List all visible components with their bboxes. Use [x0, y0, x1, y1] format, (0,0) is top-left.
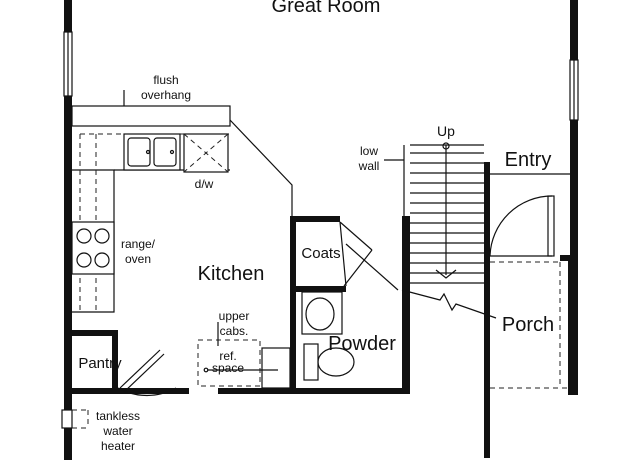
entry-label: Entry — [505, 149, 552, 171]
overhang-label: overhang — [141, 88, 191, 102]
pantry-door — [117, 349, 177, 397]
porch-outline — [490, 261, 568, 389]
upper-cabs-outline — [197, 339, 261, 387]
toilet-tank — [303, 343, 319, 381]
range — [71, 221, 115, 275]
range-label: range/ — [121, 237, 156, 251]
dw-label: d/w — [195, 177, 214, 191]
coats-top-wall — [290, 216, 340, 222]
flush-label: flush — [153, 73, 178, 87]
ref-label: ref. — [219, 349, 236, 363]
heater-label: heater — [101, 439, 135, 453]
labels: Great Room Kitchen Entry Porch Powder Co… — [78, 0, 554, 453]
coats-door — [339, 221, 399, 291]
stair-treads — [410, 152, 484, 284]
overhang-counter — [71, 105, 231, 127]
pantry-right-wall — [112, 330, 118, 390]
tankless-label: tankless — [96, 409, 140, 423]
up-arrow-origin — [442, 142, 450, 150]
stairs — [403, 142, 484, 284]
kitchen-label: Kitchen — [198, 263, 265, 285]
porch-right-post — [568, 255, 578, 395]
porch-label: Porch — [502, 314, 554, 336]
break-line — [401, 289, 497, 319]
pantry-label: Pantry — [78, 355, 122, 372]
cabs-label: cabs. — [220, 324, 249, 338]
oven-label: oven — [125, 252, 151, 266]
stair-left-wall — [402, 216, 410, 394]
powder-left-wall — [290, 216, 296, 392]
upper-label: upper — [219, 309, 250, 323]
toilet-bowl — [317, 347, 355, 377]
stair-right-wall — [484, 162, 490, 458]
wall-label: wall — [358, 159, 380, 173]
space-label: space — [212, 361, 244, 375]
right-wall-top — [570, 0, 578, 60]
powder-fixtures — [301, 291, 355, 381]
sink-bowl — [305, 297, 335, 331]
up-label: Up — [437, 123, 455, 139]
left-wall-top — [64, 0, 72, 32]
sink — [123, 133, 181, 171]
fridge-box — [261, 347, 291, 389]
powder-top-wall — [290, 286, 346, 292]
vanity — [301, 291, 343, 335]
heater-wall — [64, 394, 72, 408]
dishwasher — [183, 133, 229, 173]
up-arrow-head — [435, 269, 457, 279]
pantry-top-wall — [64, 330, 116, 336]
tankless-heater-icon — [61, 409, 89, 429]
powder-label: Powder — [328, 333, 396, 355]
right-wall — [570, 120, 578, 255]
windows — [63, 31, 579, 121]
entry-door — [489, 173, 570, 257]
great-room-label: Great Room — [272, 0, 381, 17]
coats-label: Coats — [301, 245, 340, 262]
fridge-area — [197, 322, 291, 389]
water-label: water — [102, 424, 132, 438]
kitchen-bottom-wall-left — [64, 388, 189, 394]
walls — [64, 0, 578, 460]
left-wall — [64, 96, 72, 460]
kitchen-bottom-wall-right — [218, 388, 410, 394]
angled-counter-edge — [229, 119, 293, 390]
low-label: low — [360, 144, 378, 158]
